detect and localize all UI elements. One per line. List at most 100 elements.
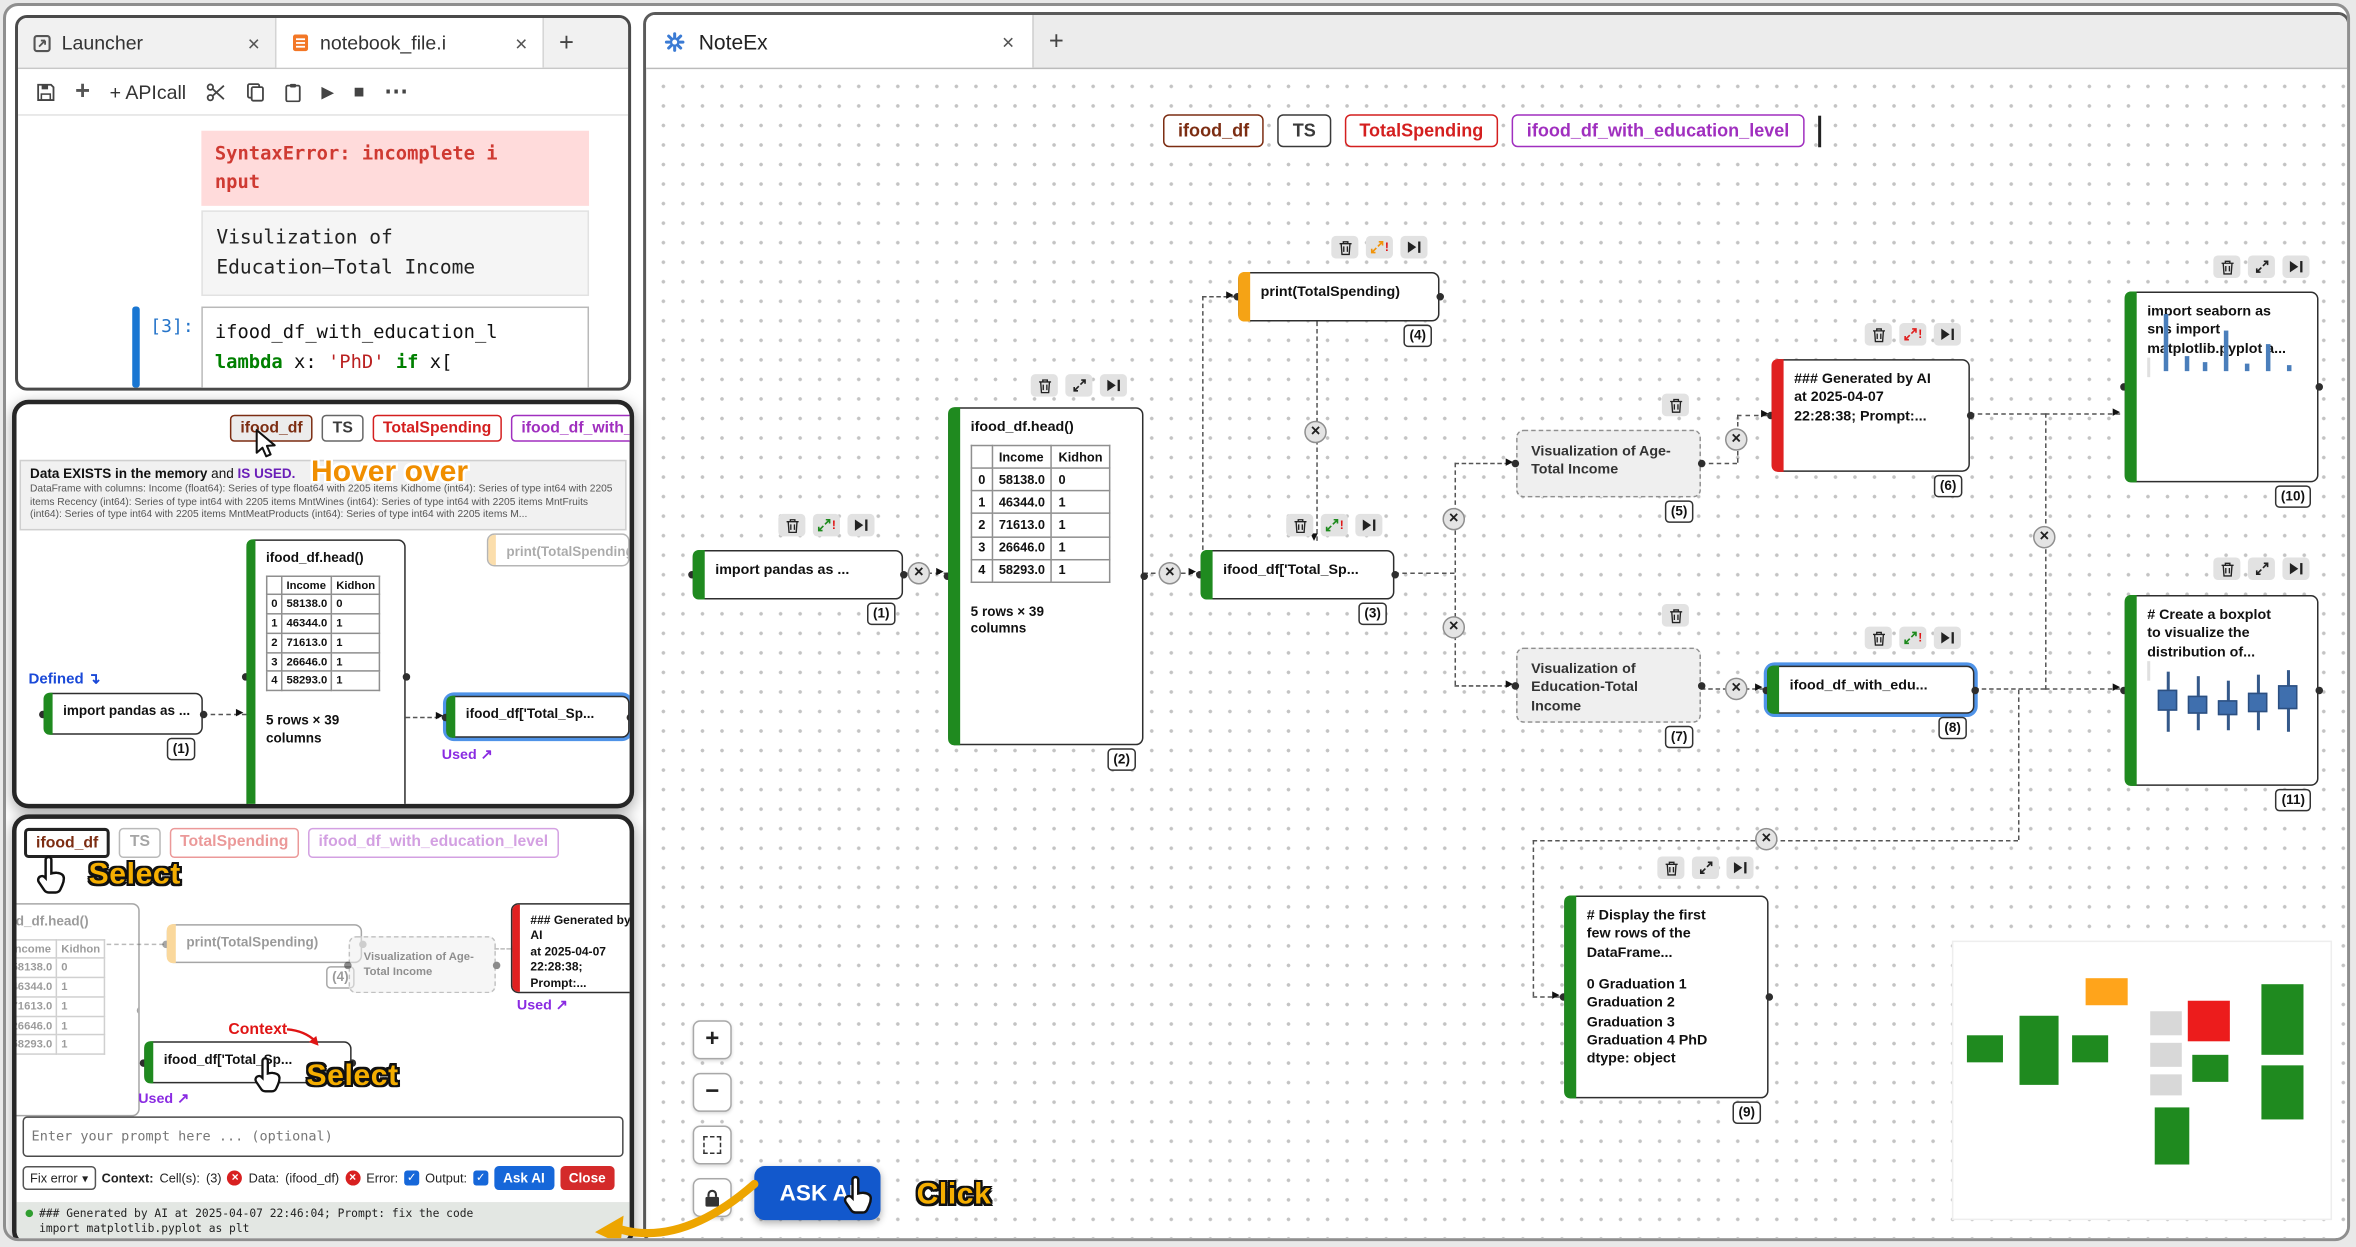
delete-node-button[interactable] xyxy=(1331,235,1359,259)
delete-node-button[interactable] xyxy=(1661,393,1689,417)
chip-totalspending[interactable]: TotalSpending xyxy=(1344,114,1499,148)
run-node-button[interactable] xyxy=(1933,323,1961,346)
run-cell-button[interactable] xyxy=(321,82,334,102)
graph-node-import-pandas[interactable]: import pandas as ... (1) xyxy=(39,692,208,761)
chip-totalspending[interactable]: TotalSpending xyxy=(169,827,299,858)
run-node-button[interactable] xyxy=(1400,235,1428,259)
run-node-button[interactable] xyxy=(1355,513,1383,537)
zoom-in-button[interactable]: + xyxy=(692,1020,732,1060)
expand-node-button[interactable]: ! xyxy=(1899,626,1927,650)
delete-node-button[interactable] xyxy=(778,513,806,537)
graph-node-print-faded[interactable]: print(TotalSpending) xyxy=(486,533,630,567)
chip-education-level[interactable]: ifood_df_with_education_level xyxy=(510,414,630,442)
fit-view-button[interactable] xyxy=(692,1125,732,1165)
delete-edge-button[interactable] xyxy=(907,561,931,585)
delete-edge-button[interactable] xyxy=(1755,827,1778,851)
chip-ts[interactable]: TS xyxy=(119,827,161,858)
graph-node-total-spending[interactable]: ifood_df['Total_Sp... (3) xyxy=(1196,549,1399,626)
delete-edge-button[interactable] xyxy=(1304,420,1327,444)
delete-node-button[interactable] xyxy=(1864,626,1892,650)
markdown-cell[interactable]: Visulization of Education–Total Income xyxy=(201,210,590,297)
paste-button[interactable] xyxy=(284,82,302,102)
new-tab-button[interactable] xyxy=(1034,15,1079,68)
collapse-node-button[interactable] xyxy=(2247,557,2275,581)
chip-ts[interactable]: TS xyxy=(1277,114,1331,148)
graph-node-boxplot[interactable]: # Create a boxplot to visualize the dist… xyxy=(2120,595,2324,812)
run-node-button[interactable] xyxy=(1726,856,1754,880)
delete-node-button[interactable] xyxy=(1286,513,1314,537)
output-checkbox[interactable] xyxy=(473,1170,489,1186)
graph-node-viz-age[interactable]: Visualization of Age- Total Income (5) xyxy=(1511,429,1706,523)
delete-edge-button[interactable] xyxy=(1724,428,1748,451)
delete-node-button[interactable] xyxy=(1864,323,1892,346)
close-icon[interactable] xyxy=(515,32,527,53)
save-button[interactable] xyxy=(36,82,56,102)
remove-cell-context-icon[interactable] xyxy=(227,1170,243,1186)
close-button[interactable]: Close xyxy=(559,1166,615,1191)
new-tab-button[interactable] xyxy=(544,18,589,68)
graph-node-viz-education[interactable]: Visualization of Education-Total Income … xyxy=(1511,647,1706,749)
graph-node-total-spending[interactable]: ifood_df['Total_Sp... xyxy=(441,695,630,738)
chip-totalspending[interactable]: TotalSpending xyxy=(372,414,502,442)
zoom-out-button[interactable]: − xyxy=(692,1072,732,1112)
graph-node-print[interactable]: print(TotalSpending) (4) xyxy=(1233,271,1444,348)
run-node-button[interactable] xyxy=(1933,626,1961,650)
delete-node-button[interactable] xyxy=(2213,255,2241,278)
graph-node-import-pandas[interactable]: import pandas as ... (1) xyxy=(688,549,908,626)
copy-button[interactable] xyxy=(246,82,264,102)
chip-ts[interactable]: TS xyxy=(322,414,364,442)
tab-launcher[interactable]: Launcher xyxy=(18,18,277,68)
graph-node-seaborn-import[interactable]: import seaborn as sns import matplotlib.… xyxy=(2120,291,2324,508)
expand-node-button[interactable]: ! xyxy=(1899,323,1927,346)
run-node-button[interactable] xyxy=(2282,255,2310,278)
graph-node-total-spending[interactable]: ifood_df['Total_Sp... xyxy=(139,1041,357,1084)
apicall-button[interactable]: + APIcall xyxy=(109,80,187,103)
error-checkbox[interactable] xyxy=(404,1170,420,1186)
prompt-preset-dropdown[interactable]: Fix error xyxy=(22,1166,96,1191)
expand-node-button[interactable]: ! xyxy=(1320,513,1348,537)
graph-node-ai-generated[interactable]: ### Generated by AI at 2025-04-07 22:28:… xyxy=(1767,359,1975,498)
graph-node-education-level[interactable]: ifood_df_with_edu... (8) xyxy=(1762,665,1979,740)
delete-edge-button[interactable] xyxy=(1442,616,1466,639)
close-icon[interactable] xyxy=(248,32,260,53)
close-icon[interactable] xyxy=(1002,31,1014,52)
delete-edge-button[interactable] xyxy=(1724,677,1748,701)
remove-data-context-icon[interactable] xyxy=(345,1170,361,1186)
delete-edge-button[interactable] xyxy=(1442,507,1466,531)
chip-ifood-df[interactable]: ifood_df xyxy=(1163,114,1265,148)
delete-edge-button[interactable] xyxy=(2033,525,2056,549)
chip-education-level[interactable]: ifood_df_with_education_level xyxy=(1511,114,1805,148)
delete-node-button[interactable] xyxy=(1657,856,1685,880)
chip-ifood-df-selected[interactable]: ifood_df xyxy=(24,827,111,858)
chip-education-level[interactable]: ifood_df_with_education_level xyxy=(307,827,559,858)
collapse-node-button[interactable] xyxy=(2247,255,2275,278)
stop-kernel-button[interactable] xyxy=(354,81,365,102)
node-toolbar xyxy=(1661,393,1689,417)
collapse-node-button[interactable] xyxy=(1691,856,1719,880)
delete-node-button[interactable] xyxy=(1661,604,1689,627)
ask-ai-button[interactable]: Ask AI xyxy=(494,1166,554,1191)
delete-edge-button[interactable] xyxy=(1158,561,1182,585)
run-node-button[interactable] xyxy=(847,513,875,537)
delete-node-button[interactable] xyxy=(1030,374,1058,397)
collapse-node-button[interactable] xyxy=(1065,374,1093,397)
graph-canvas[interactable]: ifood_df TS TotalSpending ifood_df_with_… xyxy=(646,69,2348,1239)
cut-button[interactable] xyxy=(206,82,227,102)
tab-notebook-file[interactable]: notebook_file.i xyxy=(276,18,544,68)
delete-node-button[interactable] xyxy=(2213,557,2241,581)
expand-node-button[interactable]: ! xyxy=(812,513,840,537)
tab-noteex[interactable]: NoteEx xyxy=(646,15,1034,68)
run-node-button[interactable] xyxy=(2282,557,2310,581)
expand-node-button[interactable]: ! xyxy=(1365,235,1393,259)
graph-node-ai-generated[interactable]: ### Generated by AI at 2025-04-07 22:28:… xyxy=(510,903,630,994)
graph-node-display-rows[interactable]: # Display the first few rows of the Data… xyxy=(1559,895,1774,1124)
jupyterlab-window: Launcher notebook_file.i + APIcall Synta… xyxy=(15,15,632,391)
more-options-button[interactable] xyxy=(384,77,408,107)
prompt-input[interactable] xyxy=(22,1116,624,1158)
run-node-button[interactable] xyxy=(1099,374,1127,397)
code-cell[interactable]: ifood_df_with_education_l lambda x: 'PhD… xyxy=(201,306,590,388)
add-cell-button[interactable] xyxy=(75,77,90,107)
